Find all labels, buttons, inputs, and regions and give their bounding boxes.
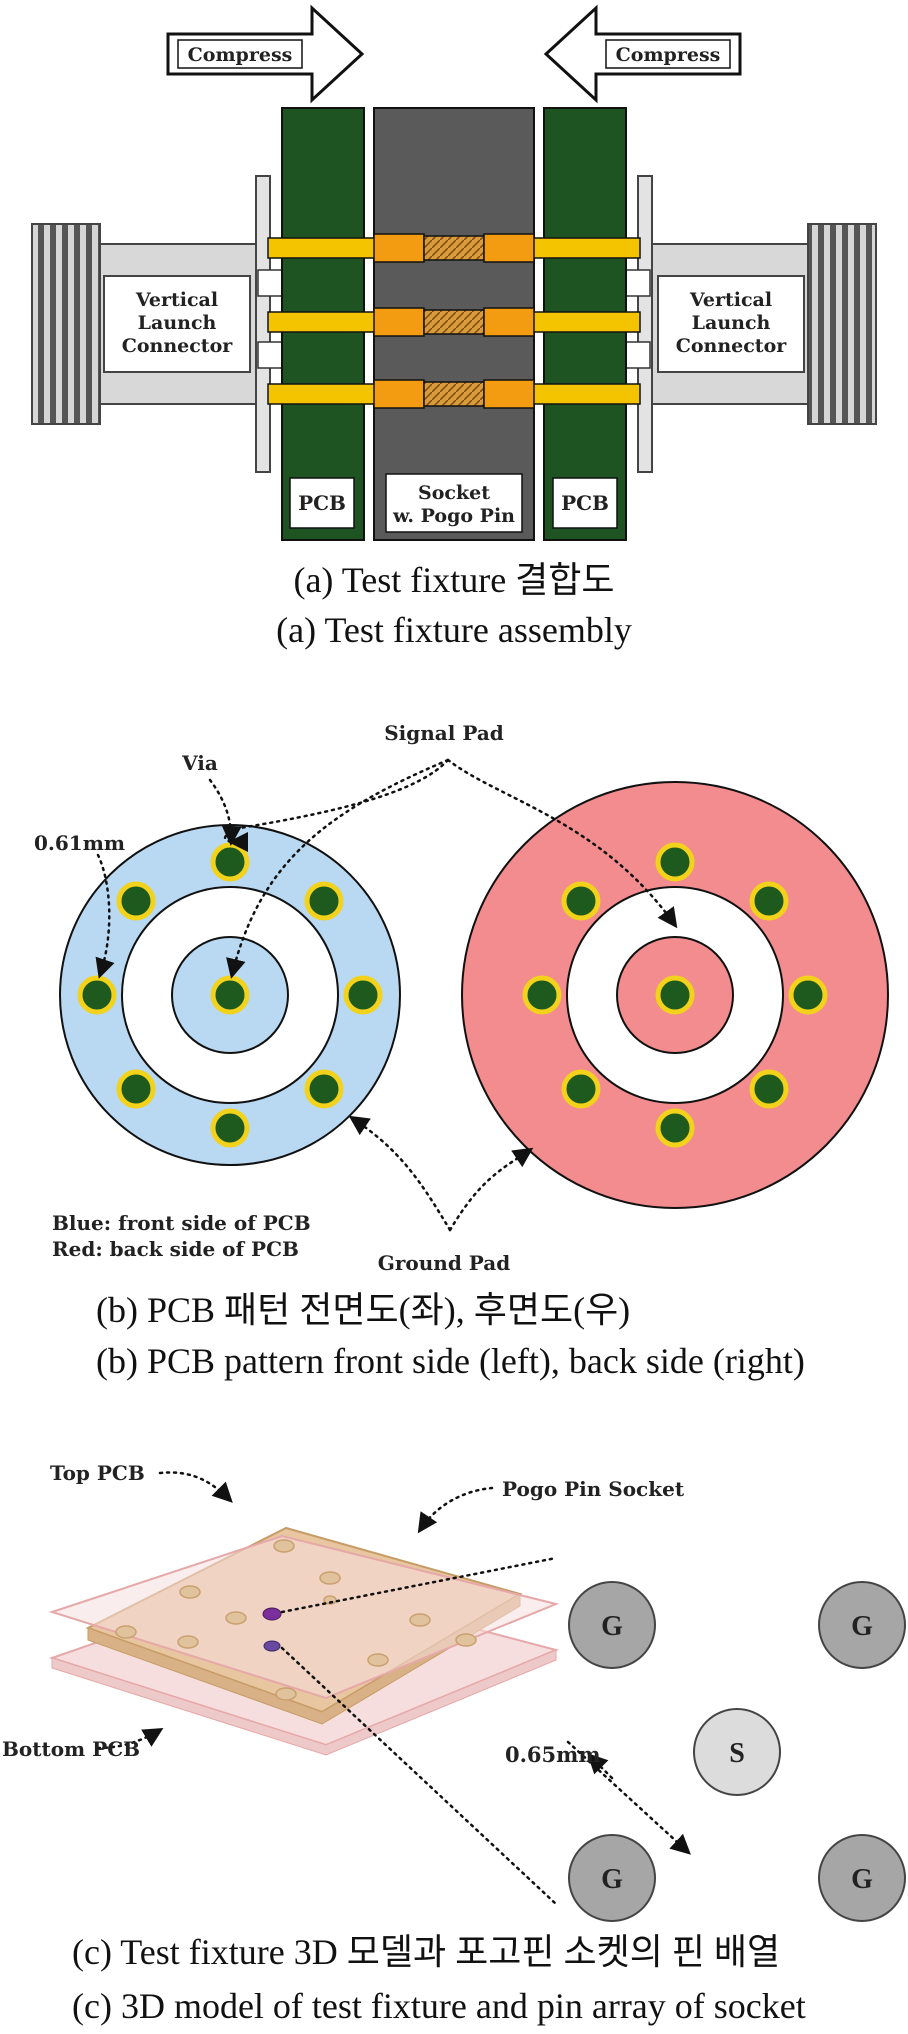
socket-label-2: w. Pogo Pin (392, 505, 515, 527)
caption-b-en: (b) PCB pattern front side (left), back … (96, 1341, 805, 1381)
connector-right-line3: Connector (676, 335, 788, 357)
socket-label-1: Socket (418, 482, 490, 504)
fixture-3d-model (48, 1526, 560, 1756)
caption-b-ko: (b) PCB 패턴 전면도(좌), 후면도(우) (96, 1290, 630, 1330)
compress-right-label: Compress (616, 44, 721, 66)
compress-left-label: Compress (188, 44, 293, 66)
legend-red: Red: back side of PCB (52, 1237, 299, 1261)
back-vias (522, 842, 828, 1148)
connector-left-line3: Connector (122, 335, 234, 357)
caption-a-en: (a) Test fixture assembly (276, 610, 632, 650)
pin-signal: S (729, 1738, 745, 1769)
vertical-launch-connector-left: Vertical Launch Connector (31, 175, 271, 473)
ground-pad-label: Ground Pad (378, 1251, 510, 1275)
front-vias (77, 842, 383, 1148)
panel-b-annotations (95, 758, 678, 1232)
pogo-pin-rows (267, 233, 641, 409)
pogo-socket-label: Pogo Pin Socket (502, 1477, 685, 1501)
dimension-b-label: 0.61mm (34, 831, 125, 855)
pin-ground-3: G (601, 1864, 623, 1895)
pin-ground-2: G (851, 1611, 873, 1642)
dimension-c-label: 0.65mm (505, 1742, 601, 1767)
caption-c-en: (c) 3D model of test fixture and pin arr… (72, 1986, 806, 2026)
bottom-pcb-label: Bottom PCB (2, 1737, 140, 1761)
caption-c-ko: (c) Test fixture 3D 모델과 포고핀 소켓의 핀 배열 (72, 1932, 780, 1972)
signal-pad-label: Signal Pad (384, 721, 504, 745)
via-label: Via (181, 751, 218, 775)
connector-left-line2: Launch (138, 312, 217, 334)
top-pcb-label: Top PCB (50, 1461, 145, 1485)
vertical-launch-connector-right: Vertical Launch Connector (637, 175, 877, 473)
panel-c-3d-model: Top PCB Pogo Pin Socket Bottom PCB G G S… (2, 1461, 906, 2026)
pin-ground-1: G (601, 1611, 623, 1642)
legend-blue: Blue: front side of PCB (52, 1211, 311, 1235)
connector-left-line1: Vertical (135, 289, 218, 311)
compress-arrow-right: Compress (543, 4, 742, 104)
pcb-left-label: PCB (298, 491, 346, 515)
pcb-front-pattern (59, 824, 401, 1166)
pin-array: G G S G G (568, 1581, 906, 1922)
pcb-back-pattern (461, 781, 889, 1209)
connector-right-line2: Launch (692, 312, 771, 334)
panel-a-assembly: Compress Compress Vertical Launch Connec… (31, 4, 877, 650)
panel-b-pcb-pattern: Signal Pad Via 0.61mm Blue: front side o… (34, 721, 889, 1381)
compress-arrow-left: Compress (166, 4, 365, 104)
pcb-right-label: PCB (561, 491, 609, 515)
caption-a-ko: (a) Test fixture 결합도 (293, 560, 614, 600)
connector-right-line1: Vertical (689, 289, 772, 311)
pin-ground-4: G (851, 1864, 873, 1895)
